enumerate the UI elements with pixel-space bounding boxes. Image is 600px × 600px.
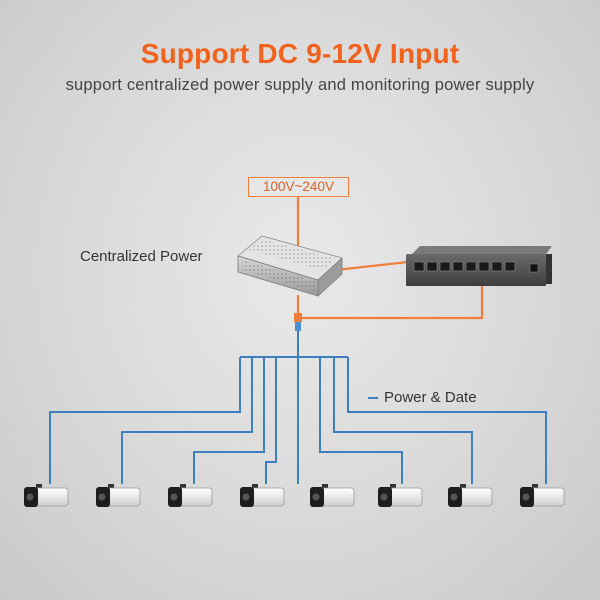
- camera-7: [448, 484, 493, 507]
- camera-5: [310, 484, 355, 507]
- voltage-range-label: 100V~240V: [248, 177, 349, 197]
- camera-8: [520, 484, 565, 507]
- power-data-lines: [49, 330, 547, 484]
- camera-4: [240, 484, 285, 507]
- switch-device: [406, 246, 552, 286]
- camera-2: [96, 484, 141, 507]
- power-data-label: Power & Date: [384, 389, 477, 406]
- camera-3: [168, 484, 213, 507]
- camera-6: [378, 484, 423, 507]
- camera-1: [24, 484, 69, 507]
- power-supply-box: [237, 235, 343, 297]
- switch-ports: [413, 261, 516, 272]
- dc-connector: [294, 313, 302, 331]
- page-subtitle: support centralized power supply and mon…: [65, 76, 535, 94]
- centralized-power-label: Centralized Power: [80, 248, 203, 265]
- page-title: Support DC 9-12V Input: [140, 38, 460, 69]
